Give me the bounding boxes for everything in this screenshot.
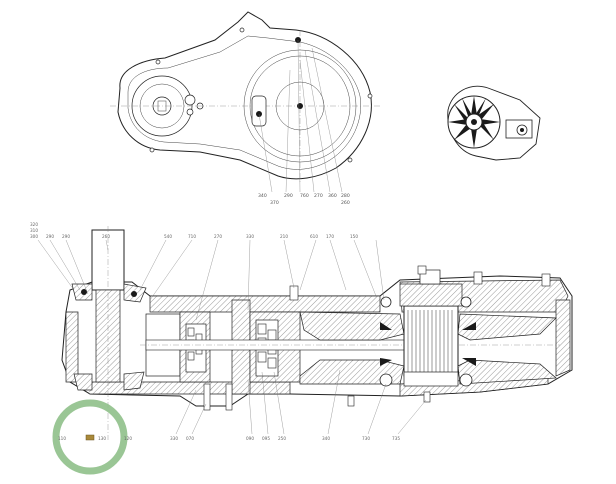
callout-sec-4: 290: [46, 234, 54, 239]
callout-top-3: 290: [284, 193, 293, 199]
callout-top-4: 760: [300, 193, 309, 199]
callout-sec-b3: 090: [246, 436, 254, 441]
callout-sec-b7: 730: [362, 436, 370, 441]
large-gear-disc: [243, 49, 357, 163]
callout-sec-b6: 340: [322, 436, 330, 441]
callout-top-1: 340: [258, 193, 267, 199]
callout-top-5: 270: [314, 193, 323, 199]
callout-top-2: 370: [270, 200, 279, 206]
top-leaders: [37, 239, 385, 321]
callout-sec-1: 320: [30, 222, 38, 227]
housing-bolts: [203, 265, 551, 411]
callout-sec-6: 260: [102, 234, 110, 239]
callout-sec-13: 170: [326, 234, 334, 239]
callout-sec-2: 310: [30, 228, 38, 233]
highlight-annotation: 110 130 120: [52, 399, 132, 475]
callout-sec-3: 300: [30, 234, 38, 239]
callout-sec-b4: 095: [262, 436, 270, 441]
callout-sec-9: 270: [214, 234, 222, 239]
callout-top-6: 360: [328, 193, 337, 199]
highlight-callout-3: 120: [124, 436, 132, 441]
highlight-target-marker: [85, 434, 95, 441]
highlight-circle: [52, 399, 128, 475]
input-bearings: [71, 283, 147, 391]
cross-section-view: 320 310 300 290 290 260 540 710 270 330 …: [30, 222, 573, 441]
callout-sec-8: 710: [188, 234, 196, 239]
callout-sec-10: 330: [246, 234, 254, 239]
callout-top-8: 260: [341, 200, 350, 206]
callout-sec-14: 150: [350, 234, 358, 239]
isometric-view: [447, 85, 541, 161]
bottom-leaders: [175, 369, 427, 435]
callout-sec-12: 610: [310, 234, 318, 239]
input-shaft: [91, 226, 125, 440]
callout-sec-b5: 250: [278, 436, 286, 441]
callout-sec-b1: 330: [170, 436, 178, 441]
callout-sec-5: 290: [62, 234, 70, 239]
callout-sec-b8: 735: [392, 436, 400, 441]
callout-sec-7: 540: [164, 234, 172, 239]
housing-top-view: 340 370 290 760 270 360 280 260: [110, 11, 380, 206]
driven-gear: [299, 269, 557, 387]
callout-sec-11: 210: [280, 234, 288, 239]
callout-top-7: 280: [341, 193, 350, 199]
splined-hub: [403, 305, 459, 377]
highlight-callout-2: 130: [98, 436, 106, 441]
highlight-callout-1: 110: [58, 436, 66, 441]
callout-sec-b2: 070: [186, 436, 194, 441]
